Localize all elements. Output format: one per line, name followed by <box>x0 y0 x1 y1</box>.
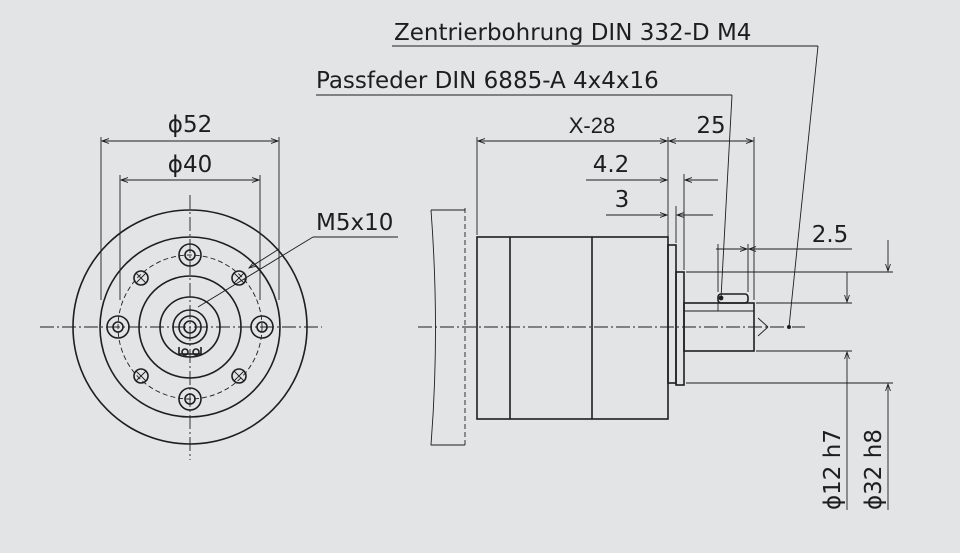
thread-hole-bottom-right <box>231 368 247 384</box>
dim-2-5: 2.5 <box>812 222 849 248</box>
centering-collar <box>675 271 685 386</box>
dim-diameter-12-h7: ϕ12 h7 <box>820 429 846 510</box>
thread-hole-top-right <box>231 270 247 286</box>
flange-outer-circle <box>72 209 308 445</box>
mounting-hole-top <box>178 243 202 267</box>
dim-length-x-28: X-28 <box>569 113 615 138</box>
break-line <box>430 209 465 446</box>
flange-inner-circle <box>99 236 281 418</box>
mounting-hole-left <box>106 315 130 339</box>
label-centre-bore: Zentrierbohrung DIN 332-D M4 <box>394 20 751 46</box>
thread-hole-top-left <box>133 270 149 286</box>
dim-diameter-52: ϕ52 <box>168 112 212 138</box>
flange-plate <box>667 244 677 384</box>
feather-key <box>717 293 749 304</box>
dim-4-2: 4.2 <box>593 152 630 178</box>
dim-diameter-40: ϕ40 <box>168 152 212 178</box>
label-thread: M5x10 <box>316 210 393 236</box>
dim-diameter-32-h8: ϕ32 h8 <box>861 429 887 510</box>
front-view: ϕ52 ϕ40 M5x10 <box>40 112 398 460</box>
mounting-hole-right <box>250 315 274 339</box>
side-view: Zentrierbohrung DIN 332-D M4 Passfeder D… <box>316 20 893 510</box>
thread-hole-bottom-left <box>133 368 149 384</box>
gearbox-body <box>476 236 669 420</box>
bolt-circle <box>117 254 263 400</box>
dim-3: 3 <box>615 187 630 213</box>
mounting-hole-bottom <box>178 387 202 411</box>
label-feather-key: Passfeder DIN 6885-A 4x4x16 <box>316 68 659 94</box>
dim-length-25: 25 <box>696 113 725 139</box>
